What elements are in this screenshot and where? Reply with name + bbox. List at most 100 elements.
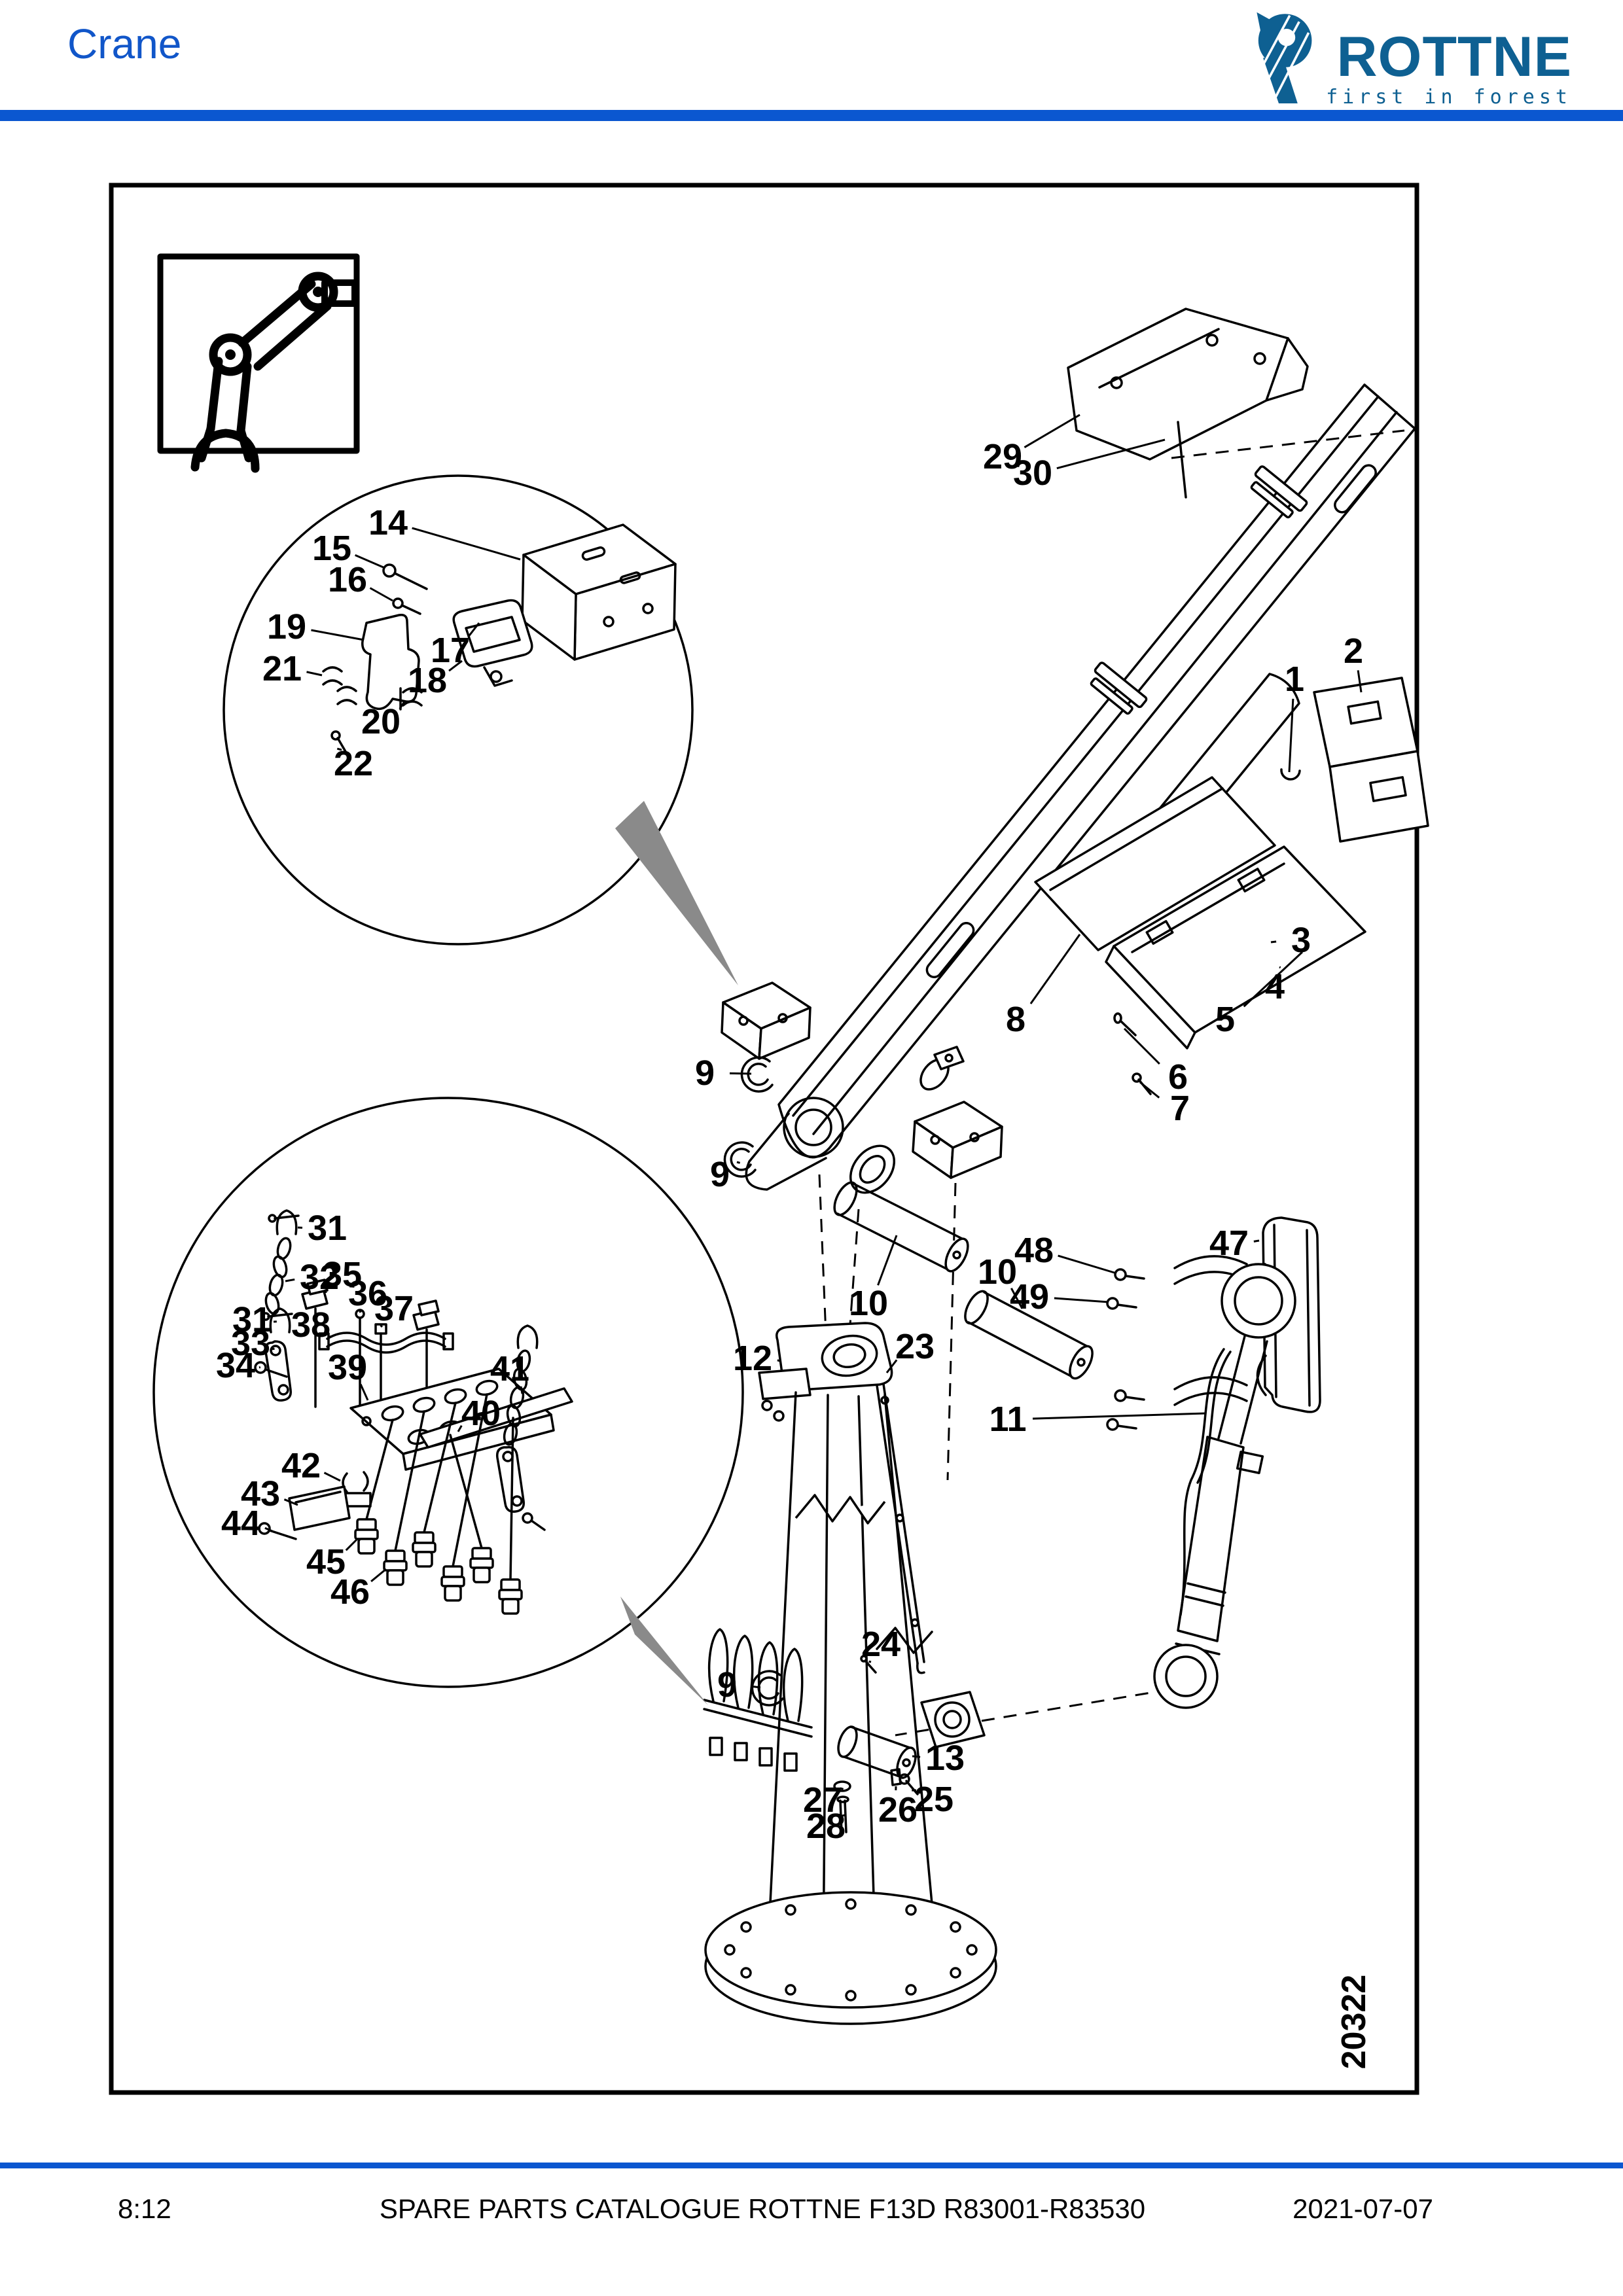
callout-31: 31	[232, 1300, 272, 1339]
callout-leader-45	[345, 1538, 359, 1551]
callout-leader-9	[729, 1072, 752, 1075]
footer-catalogue-title: SPARE PARTS CATALOGUE ROTTNE F13D R83001…	[379, 2193, 1146, 2224]
callout-41: 41	[490, 1349, 529, 1388]
callout-20: 20	[361, 702, 401, 741]
callout-leader-42	[323, 1472, 341, 1482]
logo-tagline: first in forest	[1326, 86, 1572, 109]
callout-leader-39	[359, 1383, 369, 1401]
callout-leader-10	[877, 1235, 898, 1286]
footer-date: 2021-07-07	[1293, 2193, 1433, 2224]
reference-dashes	[818, 429, 1405, 1737]
callout-leader-36	[359, 1310, 362, 1313]
callout-49: 49	[1010, 1277, 1049, 1316]
callout-leader-29	[1024, 414, 1080, 448]
footer-rule	[0, 2163, 1623, 2168]
callout-37: 37	[374, 1289, 414, 1328]
pillar	[704, 1322, 997, 2025]
callout-21: 21	[262, 649, 302, 688]
callout-10: 10	[978, 1252, 1017, 1292]
callout-7: 7	[1170, 1089, 1190, 1128]
pivot-pin-10	[964, 1290, 1094, 1380]
callout-29: 29	[983, 437, 1022, 476]
callout-10: 10	[849, 1284, 888, 1323]
callout-leader-41	[520, 1386, 524, 1394]
foot-pin-13	[837, 1725, 917, 1779]
callout-leader-24	[868, 1660, 872, 1663]
callout-leader-43	[283, 1498, 298, 1506]
callout-leader-38	[328, 1335, 332, 1339]
callout-leader-15	[355, 554, 385, 569]
callout-48: 48	[1014, 1231, 1054, 1270]
callout-16: 16	[328, 560, 367, 599]
lift-cylinder-11	[1153, 1263, 1296, 1709]
callout-9: 9	[695, 1053, 715, 1093]
detail-pointer-1	[615, 801, 738, 985]
callout-14: 14	[368, 503, 408, 542]
callout-leader-4	[1279, 966, 1281, 969]
callout-12: 12	[733, 1339, 772, 1378]
guard-plate-2	[1244, 677, 1429, 968]
callout-leader-49	[1054, 1297, 1109, 1303]
callout-22: 22	[334, 744, 373, 783]
callout-leader-44	[264, 1527, 273, 1532]
rottne-logo-mark	[1255, 12, 1312, 103]
guard-plate-8	[1034, 776, 1276, 951]
callout-17: 17	[431, 631, 470, 670]
callout-leader-13	[912, 1755, 921, 1758]
callout-1: 1	[1285, 660, 1304, 699]
detail-circle-hose-kit	[152, 1097, 744, 1688]
small-fasteners	[833, 1655, 919, 1833]
callout-4: 4	[1265, 967, 1285, 1006]
guard-tray-5	[1105, 845, 1366, 1095]
callout-28: 28	[806, 1807, 846, 1846]
callout-leader-32	[285, 1278, 295, 1282]
base-bolt-holes	[724, 1898, 978, 2002]
callout-leader-37	[380, 1324, 383, 1328]
callout-13: 13	[925, 1739, 965, 1778]
callout-layer: 1234567899910101112131415161718192021222…	[216, 414, 1363, 1846]
hose-manifold-assembly	[703, 1628, 813, 1772]
callout-32: 32	[300, 1258, 339, 1297]
callout-leader-19	[311, 629, 365, 641]
callout-leader-22	[336, 747, 342, 751]
callout-leader-5	[1243, 951, 1304, 1008]
detail-circle-light-kit	[223, 474, 694, 945]
callout-43: 43	[241, 1474, 280, 1513]
callout-leader-9	[736, 1161, 741, 1164]
callout-9: 9	[710, 1155, 730, 1194]
callout-23: 23	[895, 1327, 935, 1366]
callout-8: 8	[1006, 1000, 1026, 1039]
callout-leader-9	[751, 1685, 761, 1689]
logo-brand: ROTTNE	[1336, 26, 1572, 88]
callout-leader-23	[885, 1359, 898, 1373]
rottne-logo: ROTTNE first in forest	[1240, 9, 1572, 107]
callout-25: 25	[914, 1780, 954, 1819]
crane-icon	[157, 253, 360, 473]
callout-27: 27	[803, 1780, 842, 1820]
callout-leader-14	[412, 527, 521, 561]
callout-leader-17	[467, 622, 480, 638]
callout-5: 5	[1215, 1000, 1235, 1039]
callout-leader-2	[1357, 670, 1363, 693]
callout-leader-34	[259, 1366, 261, 1369]
callout-36: 36	[348, 1274, 387, 1313]
boom-clamp	[1250, 465, 1308, 519]
callout-34: 34	[216, 1346, 255, 1385]
header-rule	[0, 110, 1623, 121]
detail-pointer-2	[620, 1597, 708, 1705]
callout-38: 38	[291, 1305, 330, 1345]
main-boom	[745, 383, 1416, 1194]
callout-leader-1	[1288, 698, 1294, 773]
callout-leader-10	[1010, 1288, 1024, 1309]
callout-leader-40	[457, 1424, 463, 1432]
diagram-frame	[109, 183, 1419, 2095]
footer-page-number: 8:12	[118, 2193, 171, 2224]
callout-leader-21	[306, 671, 323, 677]
callout-42: 42	[281, 1446, 321, 1485]
callout-leader-20	[399, 701, 406, 710]
callout-31: 31	[308, 1209, 347, 1248]
quick-couplers	[354, 1393, 523, 1615]
callout-39: 39	[328, 1348, 367, 1387]
callout-24: 24	[861, 1625, 901, 1664]
callout-15: 15	[312, 529, 351, 568]
